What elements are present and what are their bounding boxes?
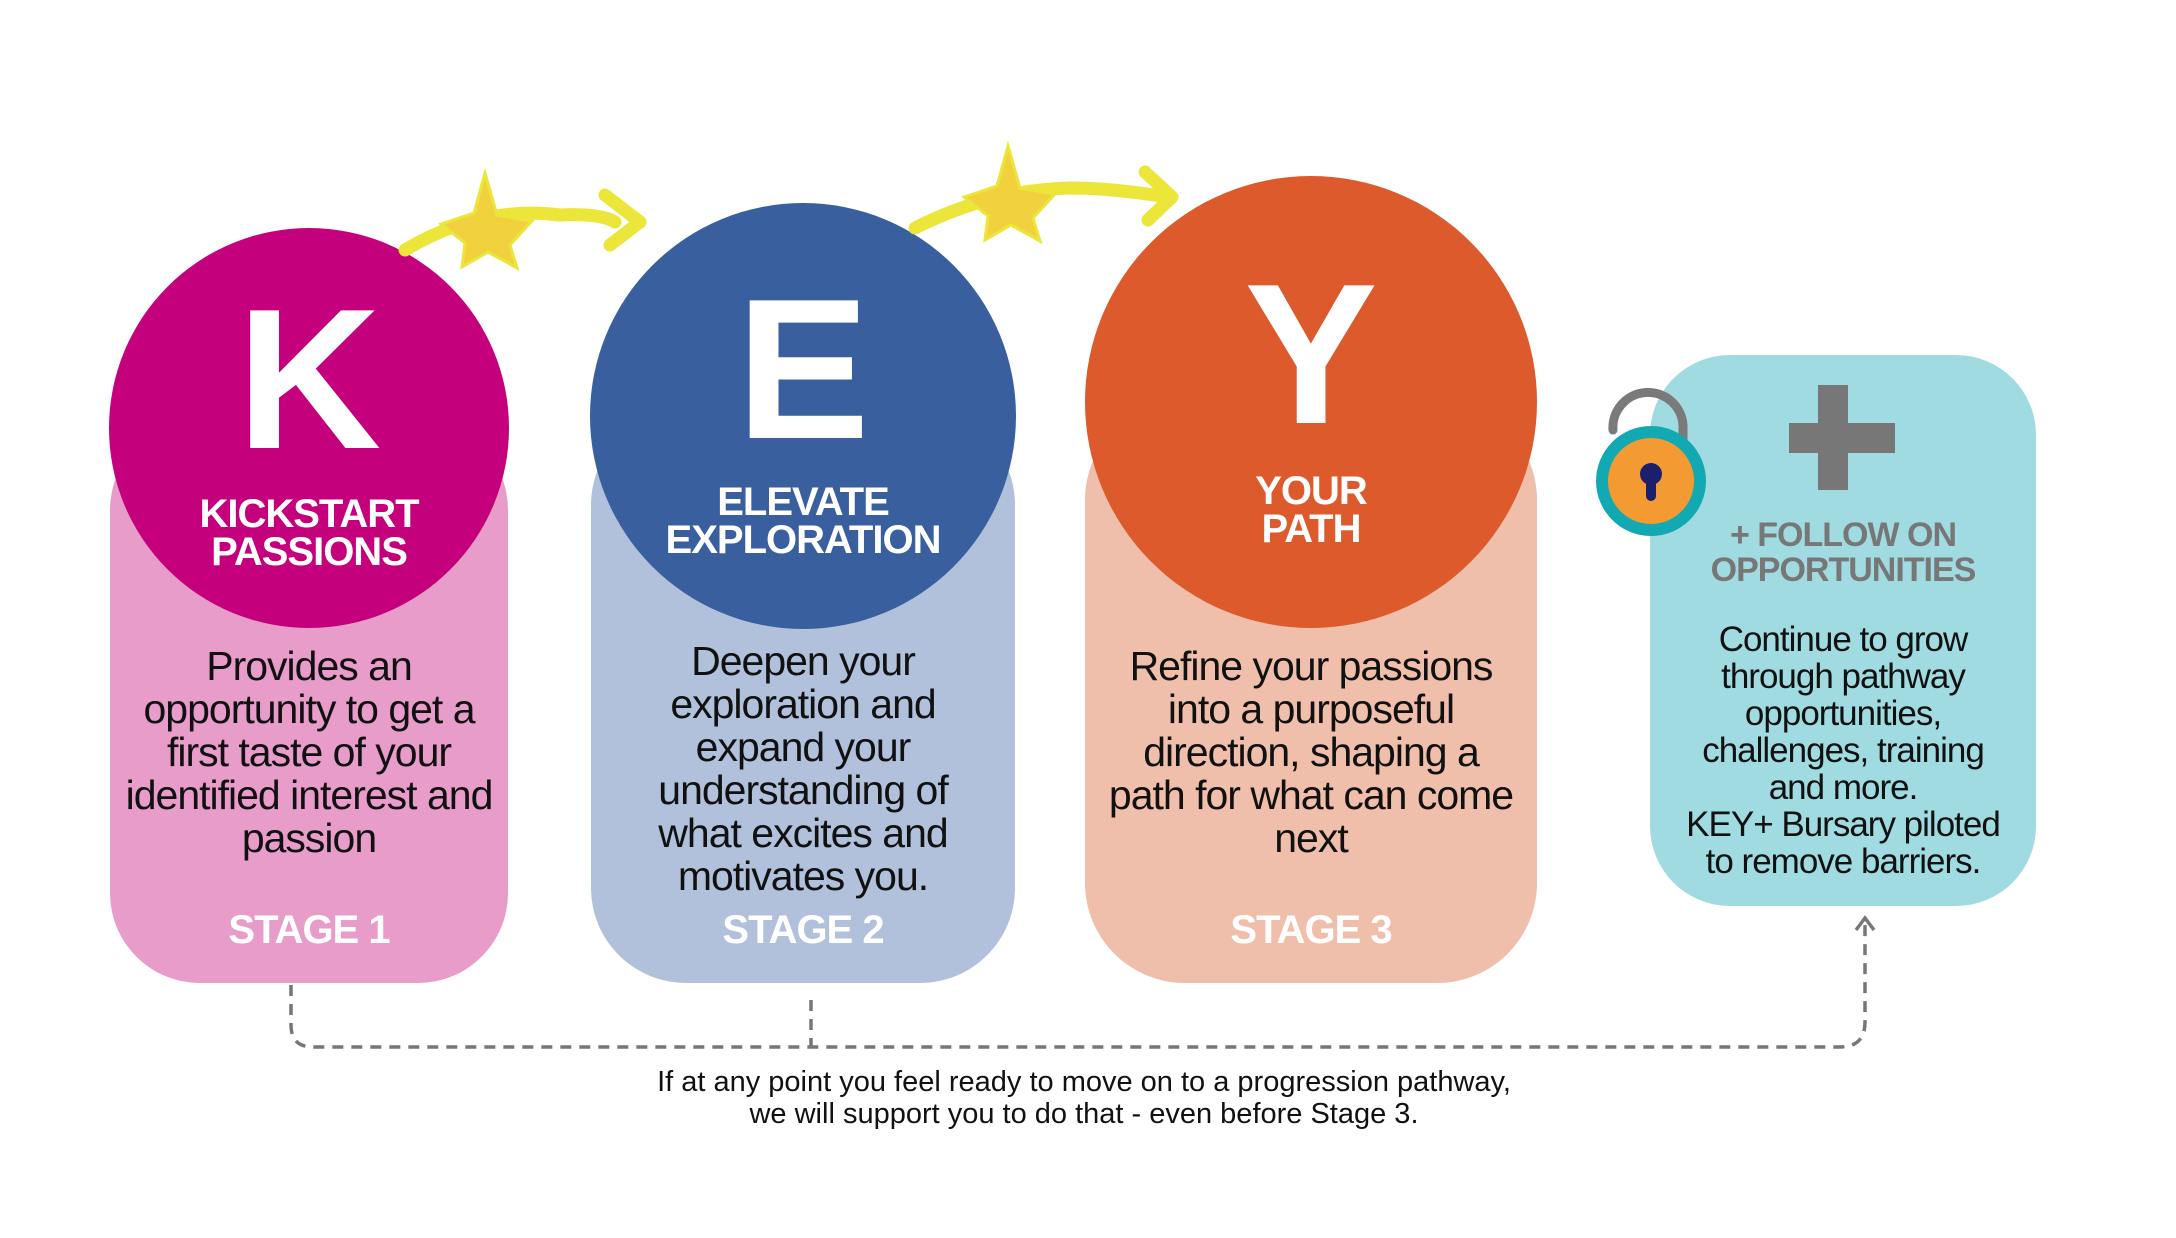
stage-3-description: Refine your passions into a purposeful d… xyxy=(1108,643,1514,861)
footer-line1: If at any point you feel ready to move o… xyxy=(657,1066,1511,1098)
follow-on-line: Continue to grow xyxy=(1718,620,1969,659)
arrowhead-icon xyxy=(1854,915,1876,932)
stage-3-letter: Y xyxy=(1244,243,1378,466)
stage-1-circle xyxy=(109,228,509,628)
stage-1-letter: K xyxy=(236,268,382,491)
stage-2-description: Deepen your exploration and expand your … xyxy=(658,638,948,899)
stage-3-circle xyxy=(1085,176,1537,628)
follow-on-line: challenges, training xyxy=(1702,731,1985,770)
follow-on-line: opportunities, xyxy=(1744,694,1942,733)
stage-2-title-line1: ELEVATE xyxy=(717,480,890,524)
footer-note: If at any point you feel ready to move o… xyxy=(484,1066,1684,1130)
follow-on-description: Continue to grow through pathway opportu… xyxy=(1650,621,2036,880)
follow-on-title-line2: OPPORTUNITIES xyxy=(1710,551,1977,589)
follow-on-line: and more. xyxy=(1768,768,1919,807)
dashed-connector xyxy=(289,925,1867,1049)
stage-1-description: Provides an opportunity to get a first t… xyxy=(125,643,494,861)
stage-2-letter: E xyxy=(736,258,870,481)
star-icon xyxy=(437,167,535,272)
stage-3-title-line1: YOUR xyxy=(1255,469,1368,513)
stage-1-title: KICKSTART PASSIONS xyxy=(150,492,468,574)
stage-2-title-line2: EXPLORATION xyxy=(665,518,942,562)
footer-line2: we will support you to do that - even be… xyxy=(749,1098,1419,1130)
stage-2-circle xyxy=(590,203,1016,629)
follow-on-title-line1: + FOLLOW ON xyxy=(1729,516,1957,554)
follow-on-line: to remove barriers. xyxy=(1705,842,1982,881)
unlocked-padlock-icon xyxy=(1596,387,1706,536)
stage-1-title-line2: PASSIONS xyxy=(211,530,408,574)
stage-1-title-line1: KICKSTART xyxy=(199,492,419,536)
star-icon xyxy=(960,140,1058,245)
follow-on-line: through pathway xyxy=(1721,657,1966,696)
stage-3-title: YOUR PATH xyxy=(1151,469,1471,551)
arrow-icon xyxy=(398,165,1179,257)
plus-icon xyxy=(1789,385,1895,490)
follow-on-line: KEY+ Bursary piloted xyxy=(1686,805,2001,844)
stage-3-label: STAGE 3 xyxy=(1230,908,1392,952)
follow-on-title: + FOLLOW ON OPPORTUNITIES xyxy=(1650,518,2036,588)
stage-3-title-line2: PATH xyxy=(1261,507,1362,551)
stage-2-label: STAGE 2 xyxy=(722,908,884,952)
follow-on-card xyxy=(1650,355,2036,906)
stage-1-label: STAGE 1 xyxy=(228,908,390,952)
stage-2-title: ELEVATE EXPLORATION xyxy=(611,480,995,562)
